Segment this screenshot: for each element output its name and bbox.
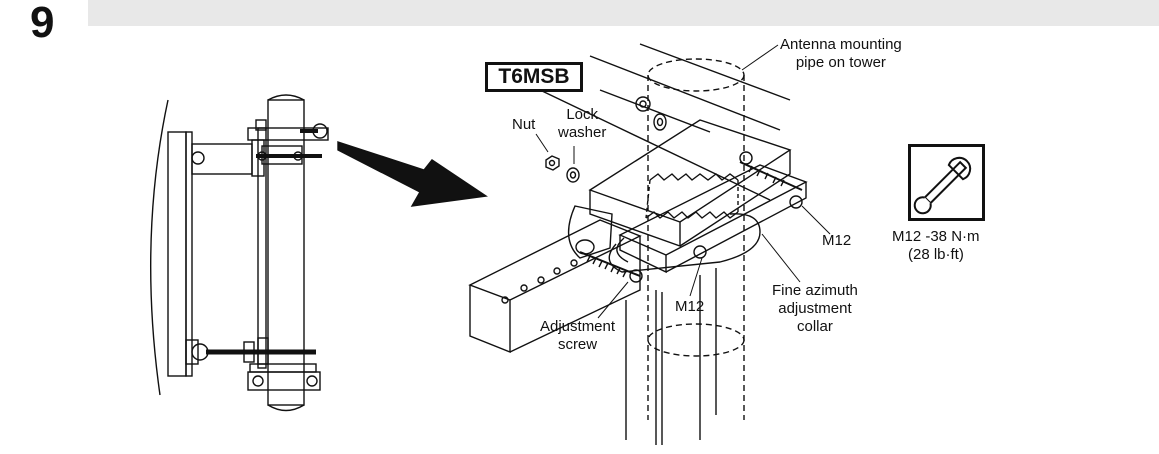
torque-imperial: (28 lb·ft) xyxy=(908,246,964,263)
nut-label: Nut xyxy=(512,116,536,133)
m12-right-label: M12 xyxy=(822,232,852,249)
exploded-view-drawing xyxy=(468,43,808,445)
step-number: 9 xyxy=(30,0,55,47)
hardware-parts xyxy=(545,96,667,183)
lock-washer-label: Lock washer xyxy=(558,106,607,141)
model-code-label: T6MSB xyxy=(485,62,583,92)
direction-arrow xyxy=(337,141,488,207)
torque-spec: M12 -38 N·m xyxy=(892,228,980,245)
torque-tool-box xyxy=(908,144,985,221)
header-bar xyxy=(88,0,1159,26)
fine-azimuth-collar-label: Fine azimuth adjustment collar xyxy=(772,282,858,335)
antenna-pipe-label: Antenna mounting pipe on tower xyxy=(780,36,902,71)
side-view-drawing xyxy=(150,94,329,412)
adjustment-screw-label: Adjustment screw xyxy=(540,318,616,353)
m12-center-label: M12 xyxy=(675,298,705,315)
wrench-icon xyxy=(913,156,972,215)
leader-lines xyxy=(535,44,831,319)
